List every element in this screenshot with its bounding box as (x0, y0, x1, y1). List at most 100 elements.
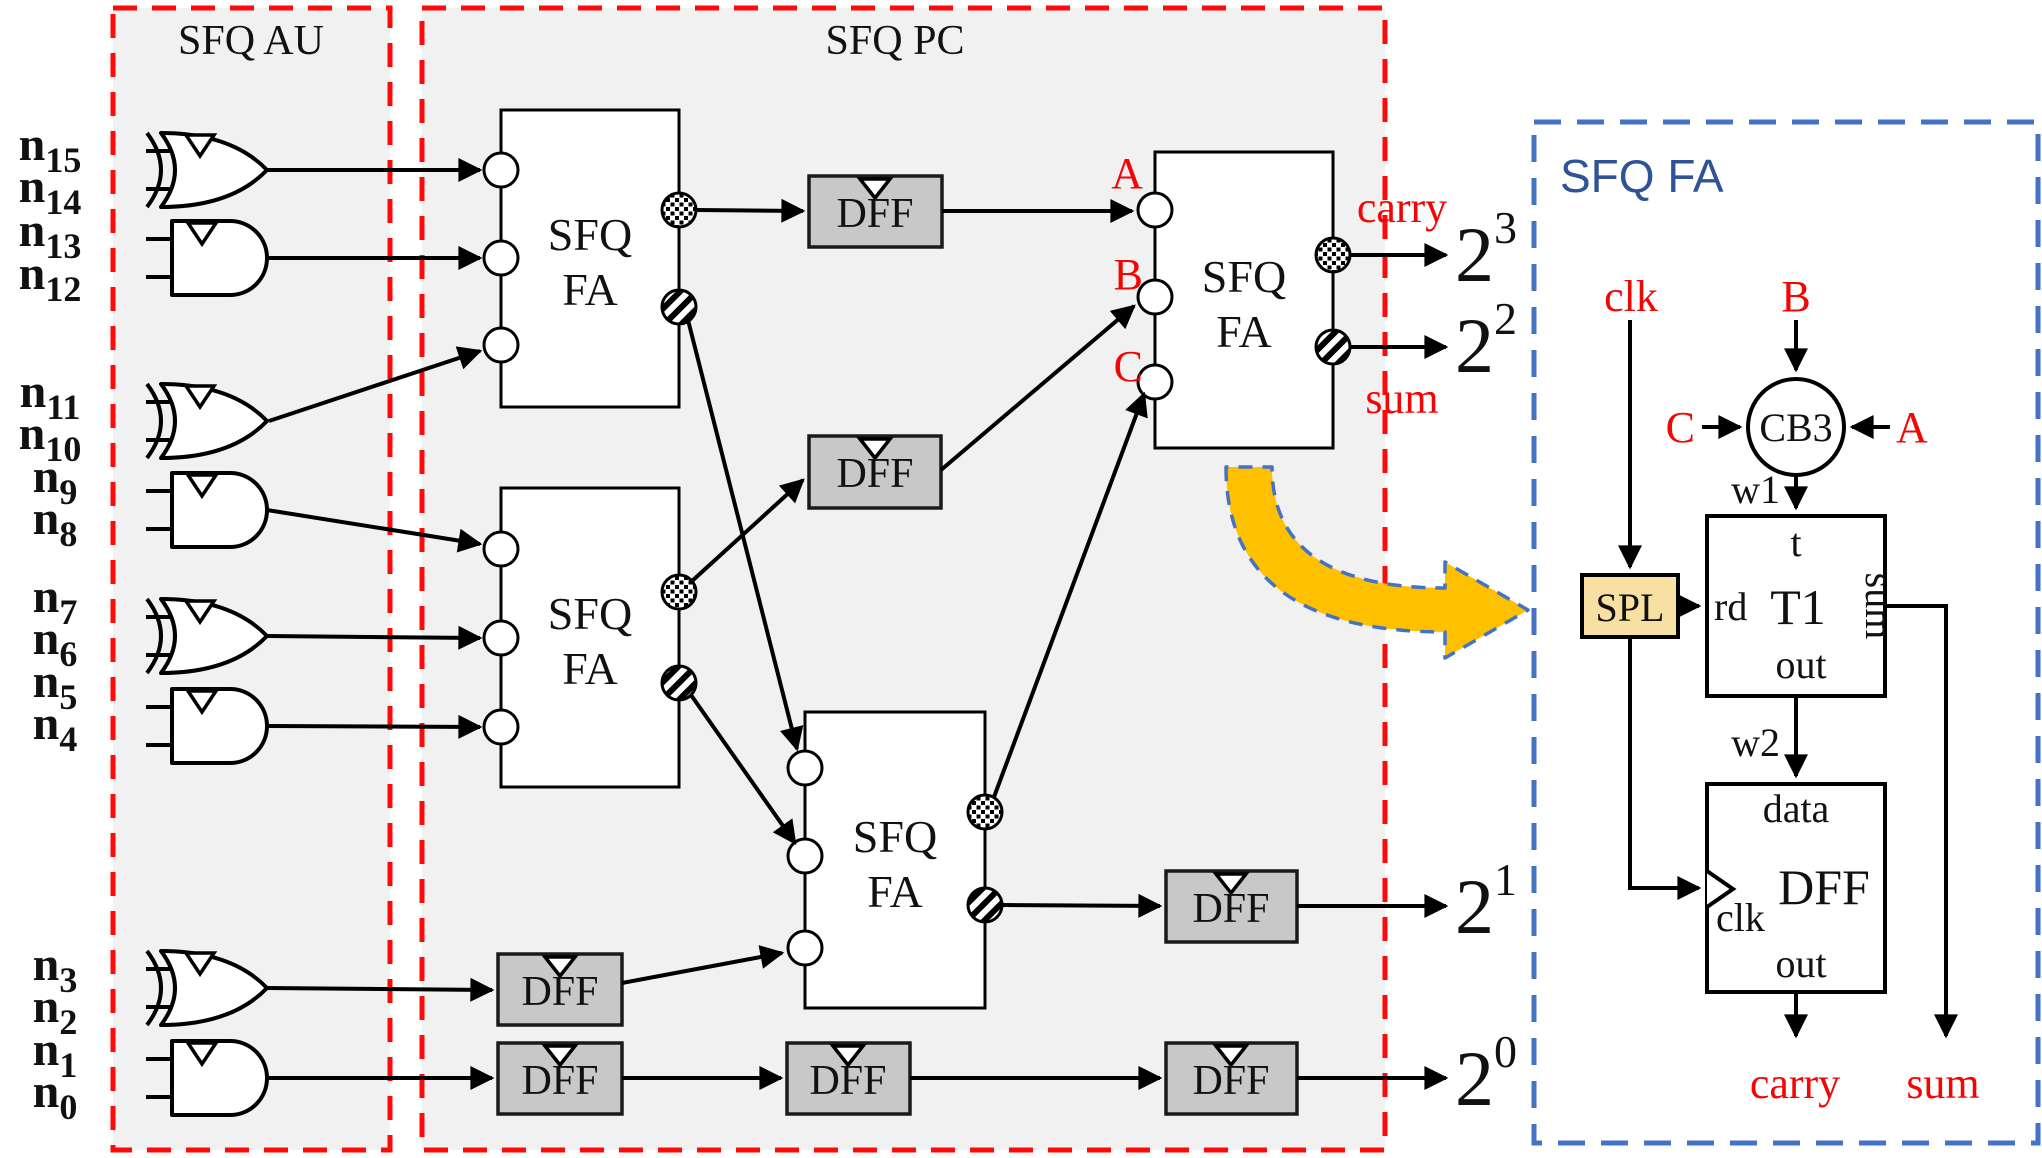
fa1-sum-port (660, 288, 698, 326)
label-n9: n9 (33, 450, 78, 512)
output-2pow2: 22 (1455, 293, 1517, 389)
fa4-c-label: C (1114, 342, 1143, 391)
au-gates (145, 131, 269, 1117)
fa3-label-line1: SFQ (853, 811, 937, 862)
fa3-carry-port (966, 793, 1004, 831)
fa1-label-line2: FA (562, 264, 617, 315)
sfq-fa-detail-region (1531, 119, 2041, 1146)
fa1-carry-port (660, 191, 698, 229)
label-n1: n1 (33, 1023, 78, 1085)
detail-carry-label: carry (1750, 1059, 1840, 1108)
fa2-label-line2: FA (562, 643, 617, 694)
spl-label: SPL (1596, 585, 1665, 630)
fa4-sum-label: sum (1365, 374, 1438, 423)
detail-c-label: C (1666, 403, 1695, 452)
detail-b-label: B (1781, 272, 1810, 321)
fa2-input3-port (482, 708, 520, 746)
label-n6: n6 (33, 612, 78, 674)
fa2-input2-port (482, 619, 520, 657)
pc-title: SFQ PC (826, 18, 965, 64)
fa1-input1-port (482, 151, 520, 189)
output-2pow0: 20 (1455, 1026, 1517, 1122)
w1-label: w1 (1731, 467, 1780, 512)
and-gate-n9-n8 (170, 471, 269, 549)
fa1-label-line1: SFQ (548, 209, 632, 260)
spl-block: SPL (1580, 573, 1680, 639)
fa1-input2-port (482, 239, 520, 277)
t1-block: t rd T1 sum out (1705, 514, 1902, 698)
fa4-block: SFQ FA (1136, 150, 1352, 450)
sfq-au-region (110, 5, 393, 1153)
dff4-block: DFF (1164, 869, 1299, 944)
output-2pow3: 23 (1455, 202, 1517, 298)
label-n14: n14 (19, 160, 82, 222)
and-gate-n1-n0 (170, 1039, 269, 1117)
detail-clk-label: clk (1604, 272, 1658, 321)
dff6-label: DFF (809, 1058, 886, 1104)
input-bit-labels: n15 n14 n13 n12 n11 n10 n9 n8 n7 n6 n5 n… (19, 118, 82, 1127)
fa3-input2-port (786, 837, 824, 875)
fa-detail: SFQ FA clk B C A CB3 w1 w2 SPL (1560, 150, 1980, 1108)
label-n2: n2 (33, 980, 78, 1042)
au-title: SFQ AU (178, 18, 324, 64)
fa3-block: SFQ FA (786, 710, 1004, 1010)
fa2-input1-port (482, 530, 520, 568)
fa4-label-line1: SFQ (1202, 251, 1286, 302)
label-n12: n12 (19, 247, 82, 309)
fa4-carry-label: carry (1357, 183, 1447, 232)
and-gate-n5-n4 (170, 687, 269, 765)
label-n15: n15 (19, 118, 82, 180)
fa4-carry-port (1314, 236, 1352, 274)
t1-sum-label: sum (1857, 573, 1902, 640)
fa3-input1-port (786, 749, 824, 787)
fa2-sum-port (660, 664, 698, 702)
fa4-b-label: B (1114, 250, 1143, 299)
fa4-sum-port (1314, 328, 1352, 366)
label-n3: n3 (33, 938, 78, 1000)
detail-dff-block: data clk DFF out (1705, 782, 1887, 994)
fa-detail-title: SFQ FA (1560, 150, 1724, 202)
zoom-callout-arrow (1224, 465, 1530, 660)
dff-name-label: DFF (1778, 859, 1870, 915)
fa3-sum-port (966, 886, 1004, 924)
fa4-input-a-port (1136, 191, 1174, 229)
fa2-block: SFQ FA (482, 486, 698, 789)
fa2-label-line1: SFQ (548, 588, 632, 639)
dff-clk-label: clk (1716, 895, 1765, 940)
detail-sum-label: sum (1906, 1059, 1979, 1108)
fa4-input-b-port (1136, 278, 1174, 316)
dff3-block: DFF (496, 952, 624, 1027)
detail-a-label: A (1896, 403, 1928, 452)
dff3-label: DFF (521, 969, 598, 1015)
fa2-carry-port (660, 573, 698, 611)
cb3-label: CB3 (1759, 405, 1832, 450)
fa3-label-line2: FA (867, 866, 922, 917)
detail-wires (1618, 320, 1958, 1039)
fa1-input3-port (482, 326, 520, 364)
label-n13: n13 (19, 204, 82, 266)
label-n7: n7 (33, 570, 78, 632)
dff4-label: DFF (1192, 886, 1269, 932)
pc-wires (266, 158, 1449, 1090)
dff-out-label: out (1775, 941, 1826, 986)
t1-t-label: t (1790, 520, 1801, 565)
dff2-block: DFF (807, 434, 943, 510)
dff5-block: DFF (496, 1041, 624, 1116)
fa3-input3-port (786, 929, 824, 967)
label-n4: n4 (33, 697, 78, 759)
dff7-label: DFF (1192, 1058, 1269, 1104)
fa1-block: SFQ FA (482, 108, 698, 409)
dff2-label: DFF (836, 451, 913, 497)
label-n5: n5 (33, 655, 78, 717)
dff1-label: DFF (836, 191, 913, 237)
fa4-input-c-port (1136, 363, 1174, 401)
output-2pow1: 21 (1455, 854, 1517, 950)
and-gate-n13-n12 (170, 219, 269, 297)
dff7-block: DFF (1164, 1041, 1299, 1116)
t1-name-label: T1 (1770, 579, 1826, 635)
dff5-label: DFF (521, 1058, 598, 1104)
fa4-a-label: A (1111, 149, 1143, 198)
label-n11: n11 (20, 365, 81, 427)
